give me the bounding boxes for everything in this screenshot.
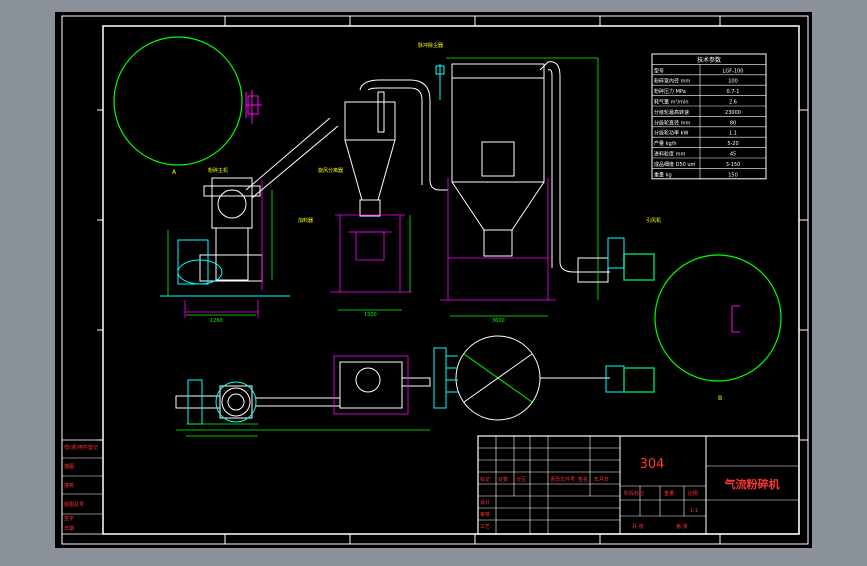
dim-3: 3600 xyxy=(492,318,505,324)
spec-param-value: 2.6 xyxy=(729,100,737,106)
spec-param-value: 150 xyxy=(728,172,738,178)
spec-param-value: 23000 xyxy=(725,110,741,116)
border-ticks xyxy=(97,16,808,544)
spec-param-value: 100 xyxy=(728,79,738,85)
spec-param-value: 45 xyxy=(730,152,736,158)
detail-a-label: A xyxy=(172,169,177,176)
spec-param-name: 耗气量 m³/min xyxy=(654,99,689,106)
spec-param-name: 分级轮直径 mm xyxy=(654,119,690,126)
stamp-label-1: 描图 xyxy=(64,463,74,470)
sign-label-2: 工艺 xyxy=(480,524,490,530)
head-label-4: 签名 xyxy=(578,476,588,483)
dim-2: 1500 xyxy=(364,312,377,318)
head-label-2: 分区 xyxy=(516,476,526,483)
spec-param-name: 粉碎室内径 mm xyxy=(654,78,690,85)
head-label-3: 更改文件号 xyxy=(550,476,575,483)
spec-param-name: 重量 kg xyxy=(654,171,672,178)
title-block: 304 气流粉碎机 标记 处数 分区 更改文件号 签名 年月日 设计 审核 工艺… xyxy=(477,435,800,535)
head-label-1: 处数 xyxy=(498,476,508,483)
cyclone-label: 旋风分离器 xyxy=(318,167,343,174)
dim-1: 1260 xyxy=(210,318,223,324)
stage-label-1: 重量 xyxy=(664,490,674,497)
detail-circle-a: A xyxy=(113,36,262,176)
material-text: 304 xyxy=(640,457,665,472)
feed-pipe xyxy=(245,117,339,199)
detail-b-label: B xyxy=(718,395,722,402)
spec-param-value: 1.1 xyxy=(729,131,737,137)
spec-table-title: 技术参数 xyxy=(697,56,721,64)
outer-border xyxy=(61,15,809,545)
stamp-label-2: 描校 xyxy=(64,482,74,489)
spec-param-value: 0.7-1 xyxy=(727,89,740,95)
dust-collector: 脉冲除尘器 xyxy=(418,42,610,317)
drawing-canvas xyxy=(55,12,812,548)
fan-elevation: 引风机 xyxy=(577,217,661,283)
spec-param-name: 分级轮最高转速 xyxy=(654,109,689,116)
inner-border xyxy=(102,25,800,535)
head-label-5: 年月日 xyxy=(594,476,609,483)
stamp-label-4: 签字 xyxy=(64,515,74,522)
title-block-stage-labels: 阶段标记 重量 比例 xyxy=(624,490,698,497)
spec-param-value: 5-20 xyxy=(727,141,738,147)
stamp-label-0: 借(通)用件登记 xyxy=(64,444,98,451)
plan-view xyxy=(175,335,655,437)
stamp-label-3: 底图总号 xyxy=(64,501,84,508)
feeder-label: 加料器 xyxy=(298,217,313,224)
spec-param-value: 3-150 xyxy=(726,162,741,168)
mill-unit: 粉碎主机 xyxy=(160,167,290,318)
scale-text: 1:1 xyxy=(690,508,698,514)
title-block-sign-labels: 设计 审核 工艺 xyxy=(480,499,490,530)
spec-param-name: 进料粒度 mm xyxy=(654,151,685,158)
fan-label: 引风机 xyxy=(646,217,661,224)
spec-param-name: 分级轮功率 kW xyxy=(654,130,688,137)
side-stamp-labels: 借(通)用件登记 描图 描校 底图总号 签字 日期 xyxy=(64,444,98,532)
collector-label: 脉冲除尘器 xyxy=(418,42,443,49)
spec-param-value: LGF-100 xyxy=(723,68,744,74)
stage-label-0: 阶段标记 xyxy=(624,490,644,497)
sheet-number: 第 张 xyxy=(676,523,688,530)
spec-param-name: 粉碎压力 MPa xyxy=(654,88,686,95)
head-label-0: 标记 xyxy=(480,476,490,483)
stamp-label-5: 日期 xyxy=(64,526,74,532)
spec-param-name: 成品细度 D50 um xyxy=(654,161,696,168)
spec-param-name: 产量 kg/h xyxy=(654,140,677,147)
stage-label-2: 比例 xyxy=(688,490,698,497)
sign-label-1: 审核 xyxy=(480,511,490,518)
side-stamp: 借(通)用件登记 描图 描校 底图总号 签字 日期 xyxy=(61,439,104,535)
spec-param-value: 80 xyxy=(730,120,736,126)
sheet-total: 共 张 xyxy=(632,523,644,530)
sign-label-0: 设计 xyxy=(480,499,490,506)
cyclone-separator: 旋风分离器 加料器 xyxy=(298,79,448,311)
spec-param-name: 型号 xyxy=(654,67,664,74)
detail-circle-right: B xyxy=(654,254,782,402)
title-block-head-labels: 标记 处数 分区 更改文件号 签名 年月日 xyxy=(480,476,609,483)
drawing-name: 气流粉碎机 xyxy=(724,477,780,491)
mill-label: 粉碎主机 xyxy=(208,167,228,174)
